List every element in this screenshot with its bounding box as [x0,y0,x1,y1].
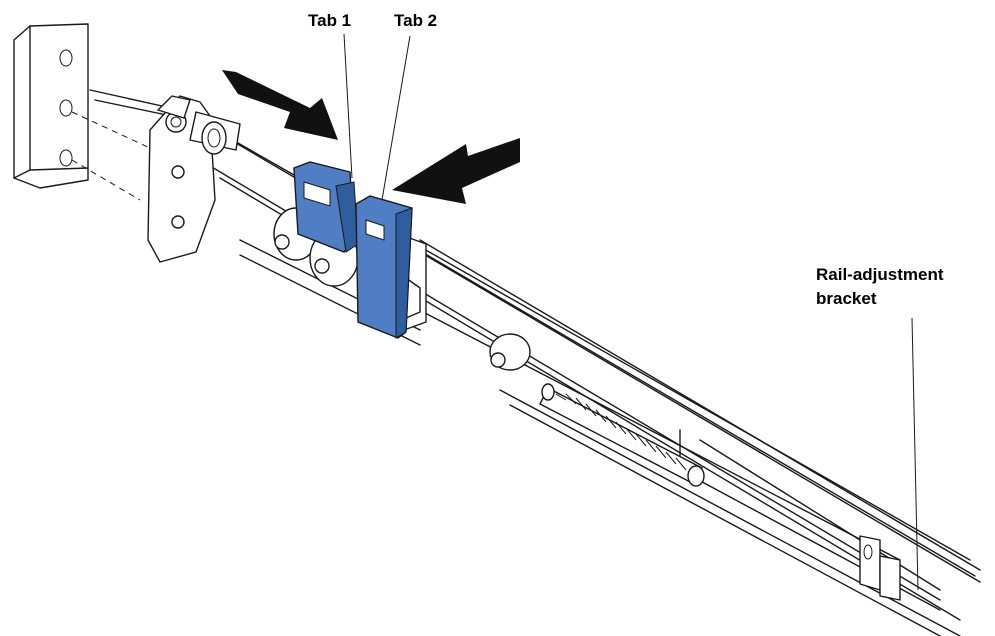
tab-1-leader [343,33,353,179]
tab-1 [293,161,359,253]
tab-1-label: Tab 1 [308,11,352,30]
tab-2-leader [381,35,411,201]
tab-2 [355,195,413,339]
rail-body [89,89,981,636]
rail-bracket-leader [911,317,919,591]
rear-slot [859,535,901,601]
push-arrow-left-icon [392,138,520,204]
push-arrow-right-icon [222,70,338,140]
cylinder-post [189,111,241,155]
tension-spring [539,383,705,487]
front-mounting-flange [13,23,151,201]
tab-2-label: Tab 2 [394,11,438,30]
rail-adjustment-bracket-label-line2: bracket [816,289,877,308]
rail-adjustment-bracket-label-line1: Rail-adjustment [816,265,944,284]
